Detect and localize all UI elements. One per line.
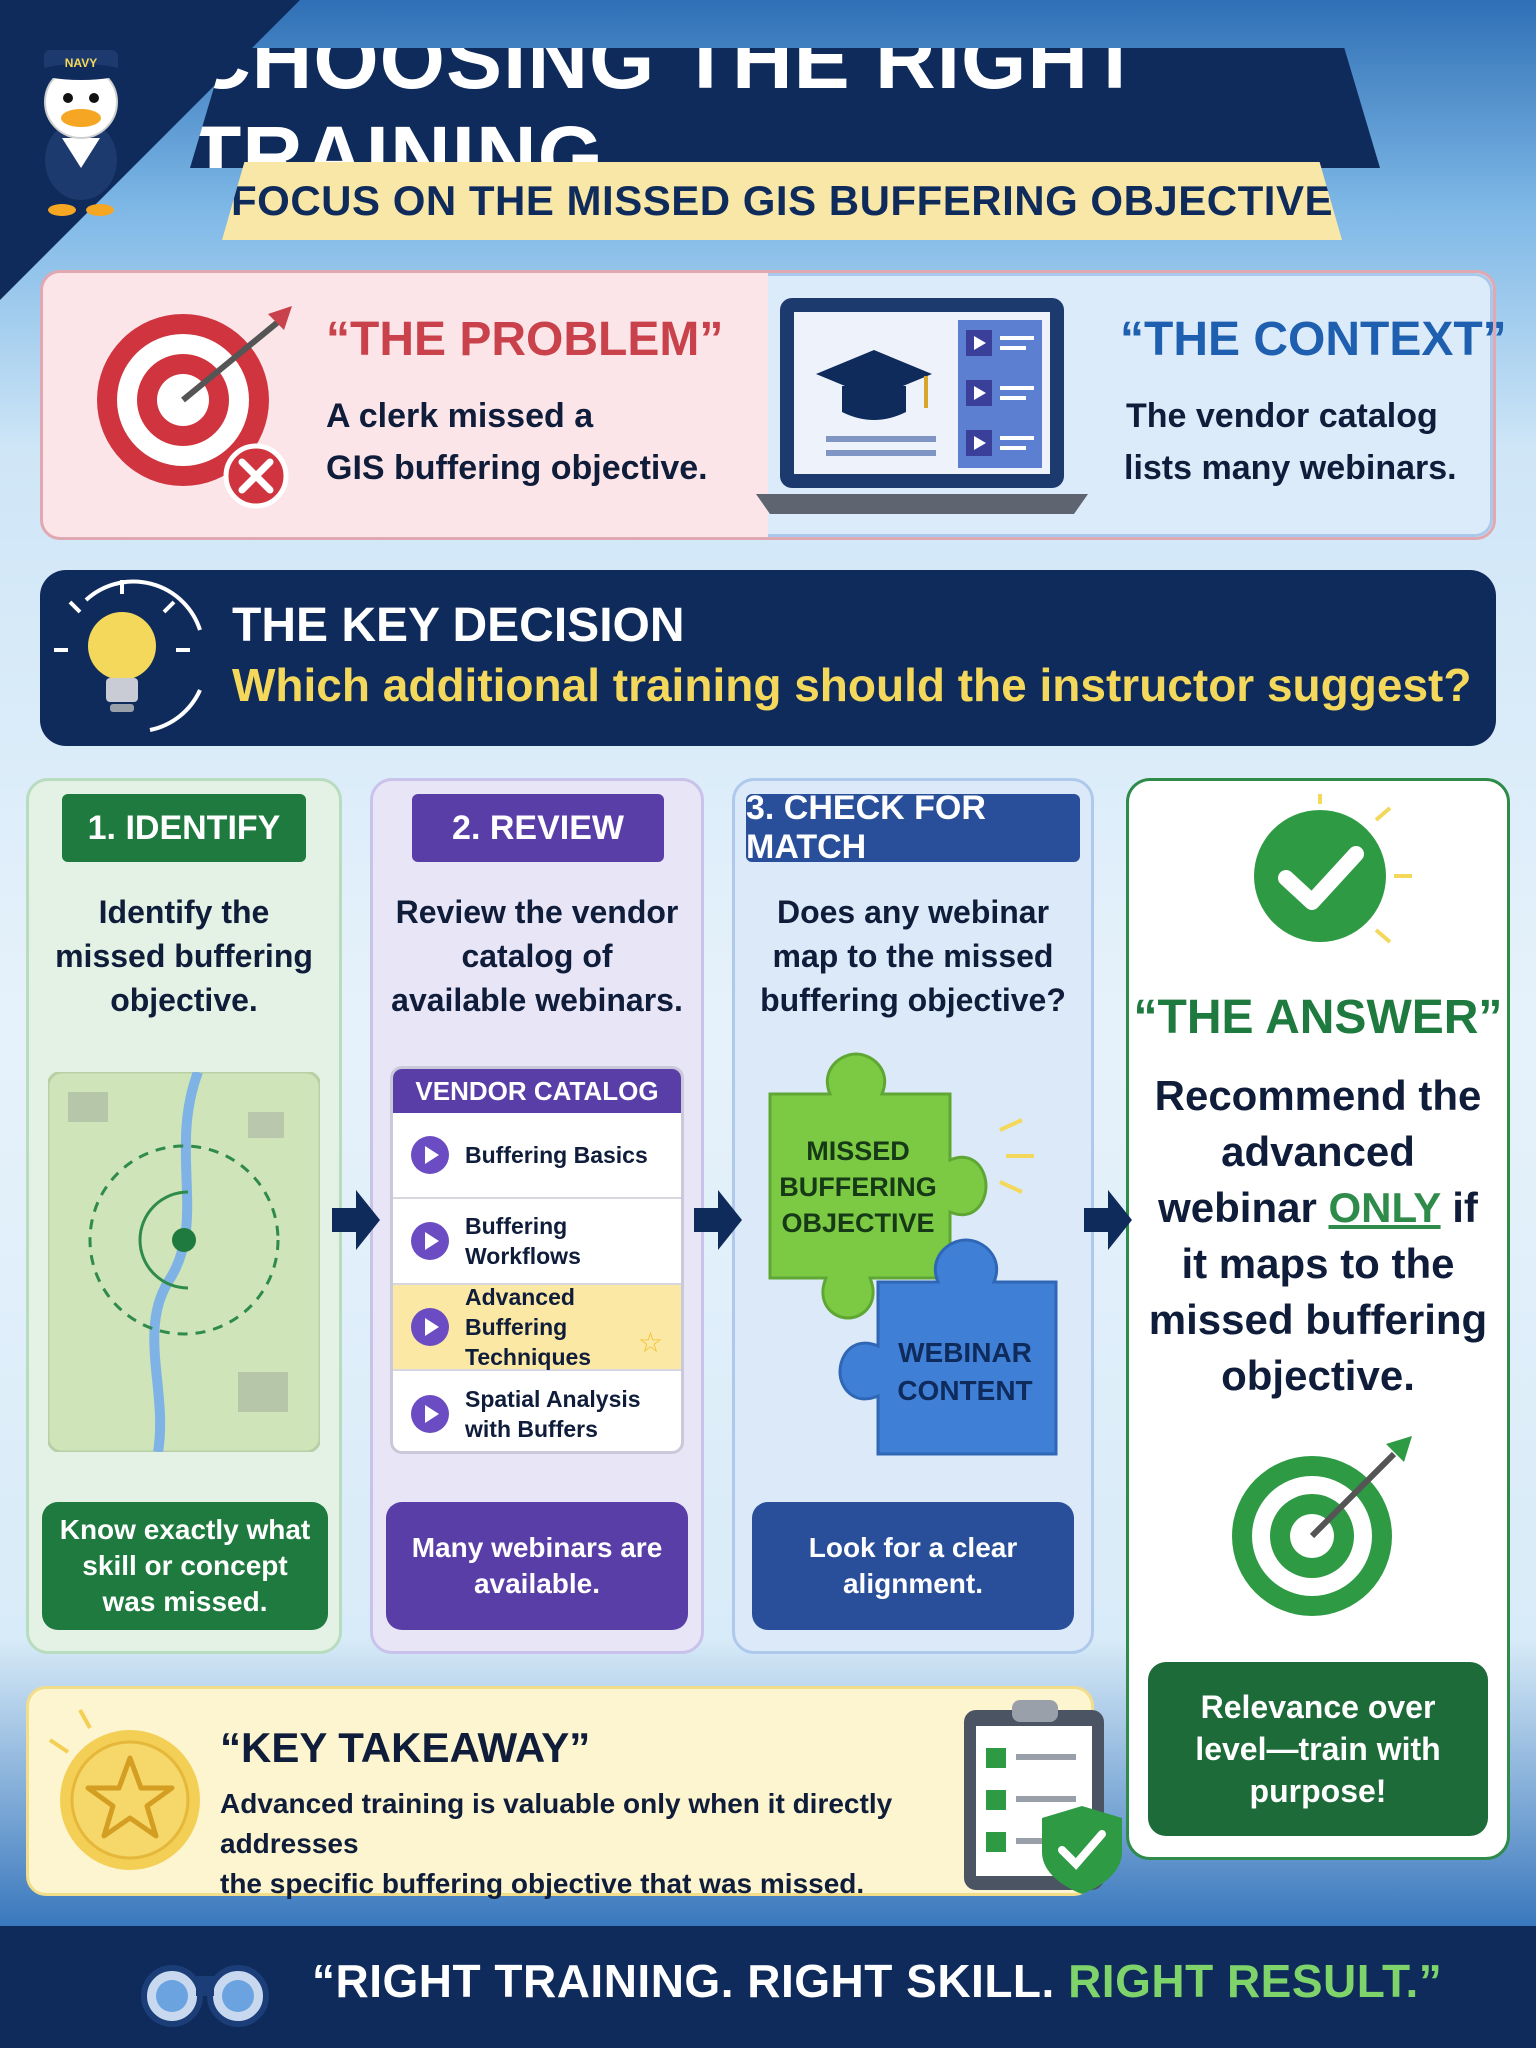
catalog-header: VENDOR CATALOG bbox=[393, 1069, 681, 1113]
target-miss-icon bbox=[97, 306, 292, 509]
key-takeaway-panel bbox=[26, 1686, 1094, 1896]
svg-text:MISSED: MISSED bbox=[806, 1136, 910, 1166]
svg-text:NAVY: NAVY bbox=[65, 56, 97, 70]
step-identify-desc: Identify the missed buffering objective. bbox=[55, 894, 313, 1018]
key-decision-title: THE KEY DECISION bbox=[232, 599, 685, 652]
step-check-footer: Look for a clear alignment. bbox=[752, 1502, 1074, 1630]
arrow-right-icon bbox=[332, 1190, 380, 1250]
vendor-catalog: VENDOR CATALOG Buffering Basics Bufferin… bbox=[390, 1066, 684, 1454]
takeaway-title: “KEY TAKEAWAY” bbox=[220, 1724, 591, 1771]
context-title: “THE CONTEXT” bbox=[1120, 313, 1507, 366]
step-review-tag: 2. REVIEW bbox=[412, 794, 664, 862]
catalog-item-buffering-basics[interactable]: Buffering Basics bbox=[393, 1113, 681, 1199]
play-icon bbox=[411, 1395, 449, 1433]
step-review-footer: Many webinars are available. bbox=[386, 1502, 688, 1630]
step-check-tag: 3. CHECK FOR MATCH bbox=[746, 789, 1080, 866]
svg-text:OBJECTIVE: OBJECTIVE bbox=[781, 1208, 934, 1238]
key-decision-panel bbox=[40, 570, 1496, 746]
context-text-line2: lists many webinars. bbox=[1124, 449, 1457, 487]
svg-text:WEBINAR: WEBINAR bbox=[898, 1337, 1032, 1368]
catalog-item-buffering-workflows[interactable]: Buffering Workflows bbox=[393, 1199, 681, 1285]
answer-text: Recommend the advanced webinar ONLY if i… bbox=[1148, 1072, 1488, 1399]
problem-title: “THE PROBLEM” bbox=[326, 313, 724, 366]
laptop-graduation-icon bbox=[756, 298, 1088, 514]
page-title: CHOOSING THE RIGHT TRAINING bbox=[190, 12, 1142, 203]
map-buffer-icon bbox=[48, 1072, 320, 1452]
mascot-duck-icon: NAVY bbox=[39, 50, 123, 216]
context-text-line1: The vendor catalog bbox=[1126, 397, 1438, 435]
step-review-desc: Review the vendor catalog of available w… bbox=[391, 894, 683, 1018]
arrow-right-icon bbox=[1084, 1190, 1132, 1250]
key-decision-question: Which additional training should the ins… bbox=[232, 659, 1472, 711]
answer-title: “THE ANSWER” bbox=[1133, 991, 1503, 1044]
problem-text-line2: GIS buffering objective. bbox=[326, 449, 708, 487]
step-identify-tag: 1. IDENTIFY bbox=[62, 794, 306, 862]
problem-text-line1: A clerk missed a bbox=[326, 397, 594, 435]
play-icon bbox=[411, 1136, 449, 1174]
target-hit-icon bbox=[1232, 1436, 1412, 1616]
binoculars-icon bbox=[141, 1965, 269, 2027]
title-banner: CHOOSING THE RIGHT TRAINING bbox=[190, 48, 1380, 168]
answer-footer: Relevance over level—train with purpose! bbox=[1148, 1662, 1488, 1836]
footer-slogan: “RIGHT TRAINING. RIGHT SKILL. RIGHT RESU… bbox=[312, 1955, 1443, 2007]
star-icon: ☆ bbox=[637, 1327, 663, 1358]
step-check-desc: Does any webinar map to the missed buffe… bbox=[760, 894, 1066, 1018]
play-icon bbox=[411, 1308, 449, 1346]
puzzle-icon: MISSED BUFFERING OBJECTIVE WEBINAR CONTE… bbox=[768, 1052, 1058, 1456]
svg-text:BUFFERING: BUFFERING bbox=[779, 1172, 937, 1202]
lightbulb-icon bbox=[54, 579, 202, 732]
play-icon bbox=[411, 1222, 449, 1260]
subtitle-banner: FOCUS ON THE MISSED GIS BUFFERING OBJECT… bbox=[222, 162, 1342, 240]
takeaway-text: Advanced training is valuable only when … bbox=[220, 1788, 893, 1899]
checkmark-icon bbox=[1254, 794, 1412, 944]
svg-text:CONTENT: CONTENT bbox=[897, 1375, 1032, 1406]
step-identify-footer: Know exactly what skill or concept was m… bbox=[42, 1502, 328, 1630]
arrow-right-icon bbox=[694, 1190, 742, 1250]
clipboard-shield-icon bbox=[964, 1700, 1122, 1894]
page-subtitle: FOCUS ON THE MISSED GIS BUFFERING OBJECT… bbox=[231, 177, 1333, 224]
star-medal-icon bbox=[48, 1709, 200, 1870]
